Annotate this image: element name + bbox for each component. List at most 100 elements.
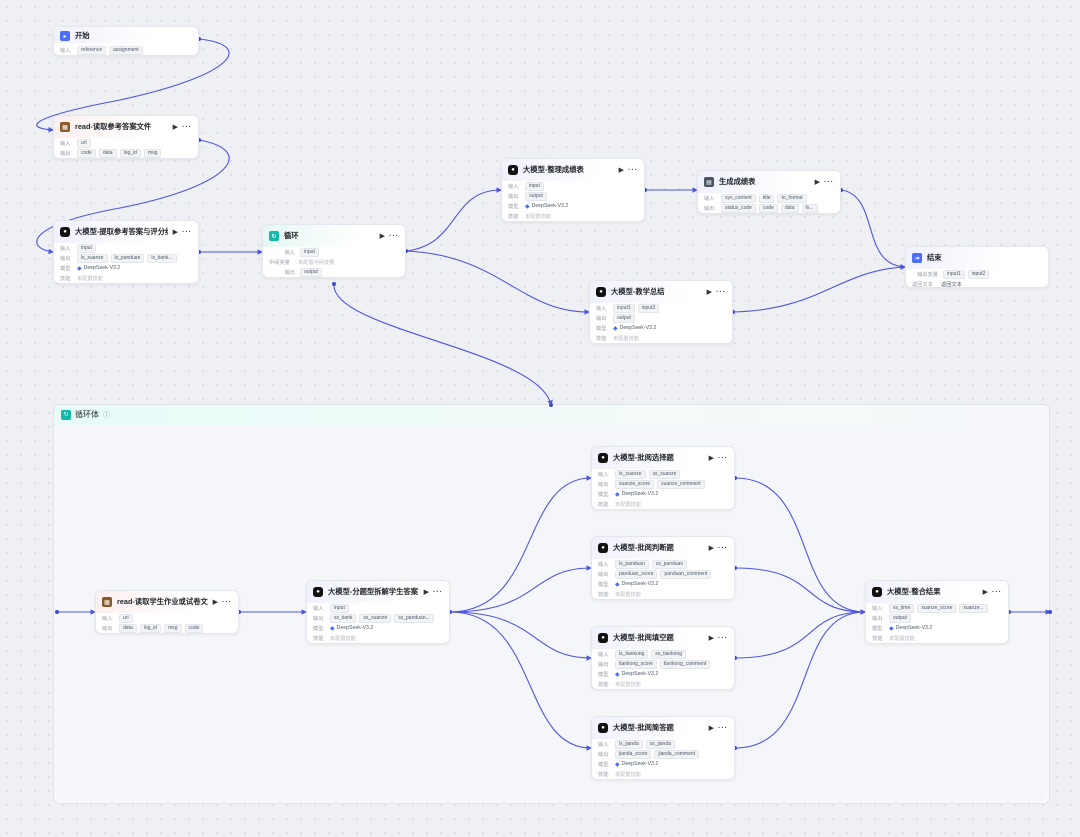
model-name: DeepSeek-V3.2 [621,581,659,587]
model-name: DeepSeek-V3.2 [619,325,657,331]
model-name: DeepSeek-V3.2 [336,625,374,631]
output-var-label: 输出变量 [917,271,938,278]
node-controls[interactable]: ▶ ··· [172,124,192,131]
input-tag: input [300,247,319,257]
deepseek-icon: ◆ [889,625,894,632]
node-controls[interactable]: ▶ ··· [212,599,232,606]
skill-label: 技能 [598,771,609,778]
output-label: 输出 [598,481,609,488]
skill-label: 技能 [598,591,609,598]
input-tag: title [758,193,775,203]
node-controls[interactable]: ▶ ··· [814,179,834,186]
output-tag: log_id [139,623,162,633]
input-tag: input [77,243,96,253]
input-label: 输入 [284,249,295,256]
input-tag: input1 [613,303,635,313]
node-controls[interactable]: ▶ ··· [618,167,638,174]
llm-icon: ● [313,587,323,597]
output-tag: output [889,613,911,623]
return-value: 返回文本 [941,281,962,288]
model-name: DeepSeek-V3.2 [621,761,659,767]
input-tag: ls_xuanze [615,469,646,479]
model-label: 模型 [508,203,519,210]
node-controls[interactable]: ▶ ··· [706,289,726,296]
llm-choice-node[interactable]: ●大模型-批阅选择题▶ ··· 输入 ls_xuanze ss_xuanze 输… [591,446,735,510]
node-controls[interactable]: ▶ ··· [708,725,728,732]
input-tag: xuanze... [959,603,988,613]
model-name: DeepSeek-V3.2 [621,491,659,497]
input-tag: input [330,603,349,613]
llm-icon: ● [598,543,608,553]
input-label: 输入 [60,245,71,252]
skill-label: 技能 [596,335,607,342]
output-tag: ss_tiank [330,613,357,623]
input-tag: ss_xuanze [648,469,681,479]
input-tag: xs_time [889,603,915,613]
node-title: 开始 [75,31,90,40]
node-controls[interactable]: ▶ ··· [982,589,1002,596]
node-controls[interactable]: ▶ ··· [708,545,728,552]
skill-label: 技能 [872,635,883,642]
start-node[interactable]: ▸开始 输入 reference assignment [53,26,199,56]
node-controls[interactable]: ▶ ··· [423,589,443,596]
node-controls[interactable]: ▶ ··· [708,635,728,642]
input-label: 输入 [598,561,609,568]
plugin-icon: ▦ [102,597,112,607]
input-label: 输入 [60,47,71,54]
skill-value: 未配置技能 [615,771,641,778]
input-tag: url [77,138,91,148]
skill-label: 技能 [508,213,519,220]
input-tag: reference [77,45,107,55]
output-label: 输出 [60,150,71,157]
model-label: 模型 [598,761,609,768]
output-tag: input2 [967,269,990,279]
node-title: 生成成绩表 [719,177,756,186]
skill-value: 未配置技能 [613,335,639,342]
end-node[interactable]: ⇥结束 输出变量 input1 input2 返回文本返回文本 [905,246,1049,288]
node-title: 大模型-批阅填空题 [613,633,674,642]
node-controls[interactable]: ▶ ··· [708,455,728,462]
output-tag: panduan_score [615,569,658,579]
input-tag: url [119,613,133,623]
llm-judge-node[interactable]: ●大模型-批阅判断题▶ ··· 输入 ls_panduan ss_panduan… [591,536,735,600]
output-tag: ls_tiank... [147,253,177,263]
llm-merge-node[interactable]: ●大模型-整合结果▶ ··· 输入 xs_time xuanze_score x… [865,580,1009,644]
output-tag: data [119,623,137,633]
input-tag: input2 [637,303,660,313]
output-tag: msg [143,148,162,158]
node-controls[interactable]: ▶ ··· [172,229,192,236]
gen-table-node[interactable]: ▤生成成绩表▶ ··· 输入 sys_content title to_form… [697,170,841,214]
output-tag: tiankong_score [615,659,657,669]
deepseek-icon: ◆ [525,203,530,210]
node-title: 大模型-批阅简答题 [613,723,674,732]
deepseek-icon: ◆ [77,265,82,272]
llm-fill-node[interactable]: ●大模型-批阅填空题▶ ··· 输入 ls_tiankong ss_tianko… [591,626,735,690]
llm-short-answer-node[interactable]: ●大模型-批阅简答题▶ ··· 输入 ls_jianda ss_jianda 输… [591,716,735,780]
loop-var-value: 未配置中间变量 [298,259,335,266]
input-tag: to_format [777,193,807,203]
model-label: 模型 [596,325,607,332]
input-label: 输入 [102,615,113,622]
output-tag: input1 [943,269,965,279]
node-title: 大模型-提取参考答案与评分细则 [75,227,168,236]
input-label: 输入 [598,741,609,748]
llm-icon: ● [60,227,70,237]
model-label: 模型 [313,625,324,632]
deepseek-icon: ◆ [330,625,335,632]
model-name: DeepSeek-V3.2 [621,671,659,677]
loop-var-label: 中间变量 [269,259,290,266]
llm-icon: ● [508,165,518,175]
node-controls[interactable]: ▶ ··· [379,233,399,240]
model-label: 模型 [598,581,609,588]
output-label: 输出 [508,193,519,200]
input-tag: xuanze_score [917,603,957,613]
node-title: 大模型-分题型拆解学生答案 [328,587,418,596]
node-title: 大模型-整理成绩表 [523,165,584,174]
